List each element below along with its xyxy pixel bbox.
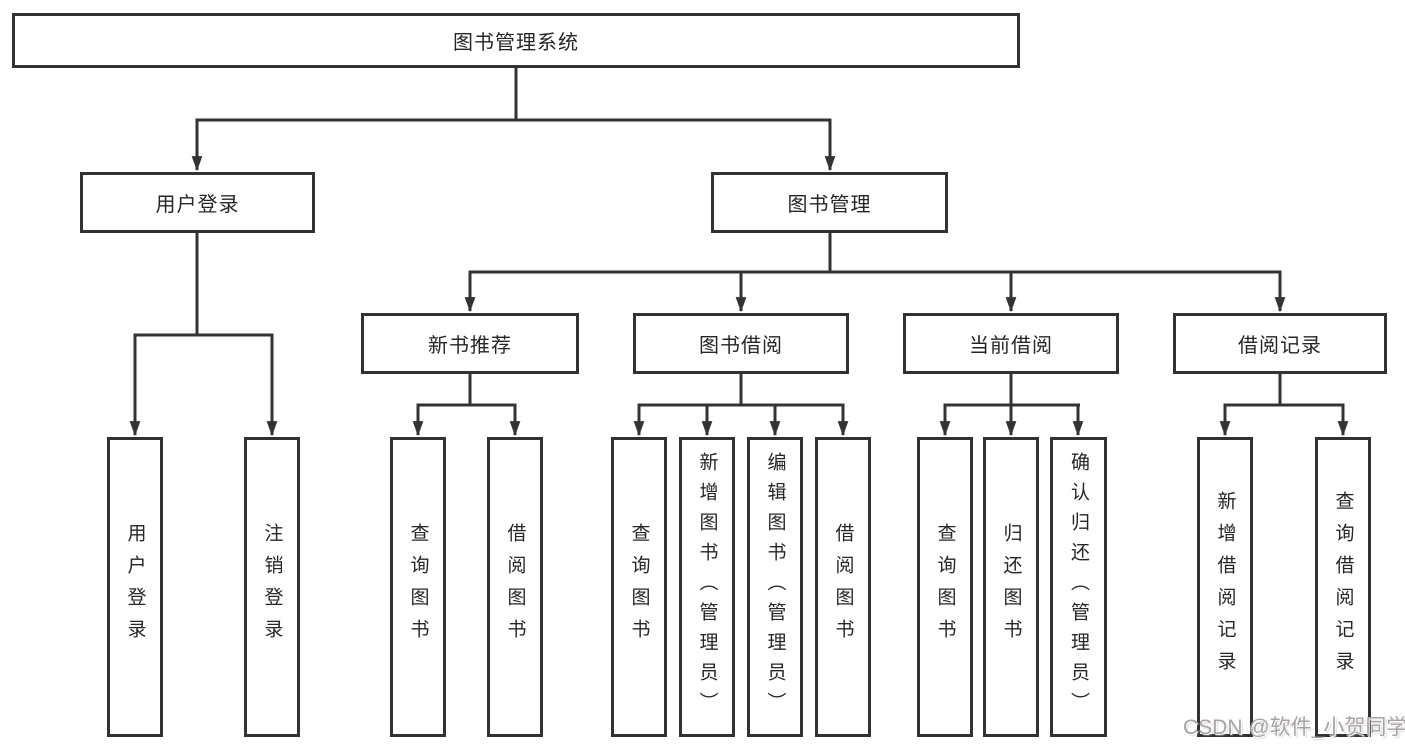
leaf-confirm-return-admin: 确认归还（管理员）: [1050, 437, 1107, 737]
leaf-edit-book-admin: 编辑图书（管理员）: [747, 437, 803, 737]
leaf-logout: 注销登录: [244, 437, 300, 737]
leaf-add-book-admin-label: 新增图书（管理员）: [696, 452, 718, 722]
node-book-borrow-label: 图书借阅: [699, 335, 783, 357]
leaf-user-login: 用户登录: [107, 437, 163, 737]
leaf-add-borrow-record-label: 新增借阅记录: [1214, 491, 1236, 683]
leaf-query-borrow-record: 查询借阅记录: [1315, 437, 1371, 737]
leaf-return-book: 归还图书: [983, 437, 1039, 737]
leaf-query-books-recommend-label: 查询图书: [407, 523, 429, 651]
leaf-logout-label: 注销登录: [261, 523, 283, 651]
leaf-edit-book-admin-label: 编辑图书（管理员）: [764, 452, 786, 722]
leaf-user-login-label: 用户登录: [124, 523, 146, 651]
node-root: 图书管理系统: [12, 13, 1020, 68]
leaf-query-books-recommend: 查询图书: [390, 437, 446, 737]
leaf-add-book-admin: 新增图书（管理员）: [679, 437, 735, 737]
node-user-login: 用户登录: [80, 172, 315, 233]
leaf-query-books-borrow: 查询图书: [611, 437, 667, 737]
leaf-query-books-borrow-label: 查询图书: [628, 523, 650, 651]
node-borrow-records-label: 借阅记录: [1238, 335, 1322, 357]
leaf-return-book-label: 归还图书: [1000, 523, 1022, 651]
csdn-watermark: CSDN @软件_小贺同学: [1183, 716, 1405, 739]
leaf-add-borrow-record: 新增借阅记录: [1197, 437, 1253, 737]
leaf-query-books-current: 查询图书: [917, 437, 973, 737]
node-book-borrow: 图书借阅: [633, 313, 849, 374]
node-borrow-records: 借阅记录: [1173, 313, 1387, 374]
node-new-book-recommend-label: 新书推荐: [428, 335, 512, 357]
node-book-management-label: 图书管理: [787, 194, 872, 216]
leaf-query-borrow-record-label: 查询借阅记录: [1332, 491, 1354, 683]
leaf-confirm-return-admin-label: 确认归还（管理员）: [1068, 452, 1089, 722]
node-current-borrow-label: 当前借阅: [969, 335, 1053, 357]
leaf-borrow-books-label: 借阅图书: [832, 523, 854, 651]
leaf-borrow-books: 借阅图书: [815, 437, 871, 737]
node-root-label: 图书管理系统: [453, 32, 579, 54]
connector-group: [129, 68, 1349, 437]
node-new-book-recommend: 新书推荐: [361, 313, 579, 374]
node-current-borrow: 当前借阅: [903, 313, 1119, 374]
leaf-borrow-books-recommend-label: 借阅图书: [504, 523, 526, 651]
leaf-borrow-books-recommend: 借阅图书: [487, 437, 543, 737]
node-book-management: 图书管理: [711, 172, 948, 233]
leaf-query-books-current-label: 查询图书: [934, 523, 956, 651]
node-user-login-label: 用户登录: [155, 194, 240, 216]
